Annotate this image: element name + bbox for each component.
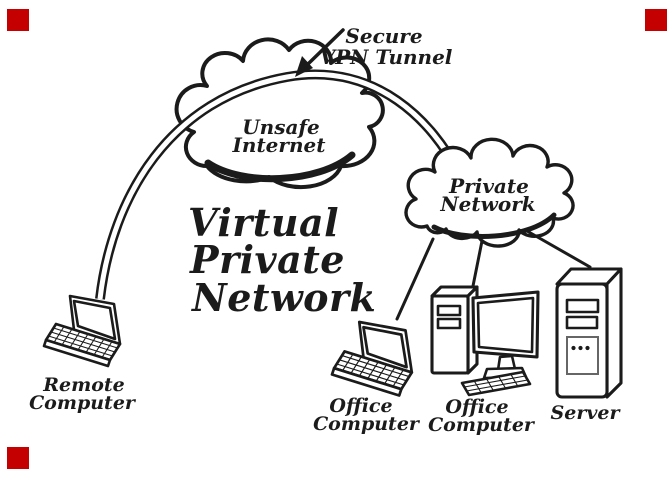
private-cloud-label-line1: Private — [448, 174, 529, 198]
red-marker-top-right — [645, 9, 667, 31]
title-line3: Network — [191, 275, 376, 320]
vpn-tunnel-core — [97, 72, 461, 300]
server-led-1 — [571, 345, 576, 351]
internet-cloud-label-line2: Internet — [232, 133, 327, 157]
server-led-3 — [585, 345, 590, 351]
internet-cloud-label-line1: Unsafe — [242, 115, 320, 139]
page-title: Virtual Private Network — [188, 200, 376, 320]
remote-computer-label-line1: Remote — [42, 374, 125, 396]
title-line1: Virtual — [188, 200, 339, 245]
tunnel-label-line1: Secure — [345, 24, 422, 48]
server-label: Server — [551, 402, 622, 424]
office-laptop-label-line2: Computer — [313, 413, 421, 435]
office-laptop-label-line1: Office — [329, 395, 392, 417]
office-desktop-icon — [430, 285, 540, 397]
red-marker-bottom-left — [7, 447, 29, 469]
link-server — [525, 229, 592, 269]
private-cloud-label-line2: Network — [439, 192, 535, 216]
link-office-laptop — [395, 237, 435, 321]
arrow-shaft — [306, 28, 345, 66]
server-icon — [555, 267, 623, 399]
remote-computer-icon — [42, 294, 122, 368]
red-marker-top-left — [7, 9, 29, 31]
office-laptop-icon — [330, 320, 414, 397]
tunnel-label-line2: VPN Tunnel — [320, 45, 453, 69]
private-network-cloud-accent — [431, 212, 557, 239]
vpn-tunnel-arrow-icon — [295, 28, 345, 77]
private-network-cloud-outline — [404, 137, 575, 248]
title-line2: Private — [189, 237, 345, 282]
server-led-2 — [578, 345, 583, 351]
office-desktop-label-line2: Computer — [428, 414, 536, 436]
remote-computer-label-line2: Computer — [29, 392, 137, 414]
office-desktop-label-line1: Office — [445, 396, 508, 418]
arrow-head — [295, 56, 313, 77]
unsafe-internet-cloud-accent — [204, 151, 356, 183]
vpn-tunnel-arc — [95, 69, 463, 300]
private-network-cloud — [404, 137, 575, 248]
